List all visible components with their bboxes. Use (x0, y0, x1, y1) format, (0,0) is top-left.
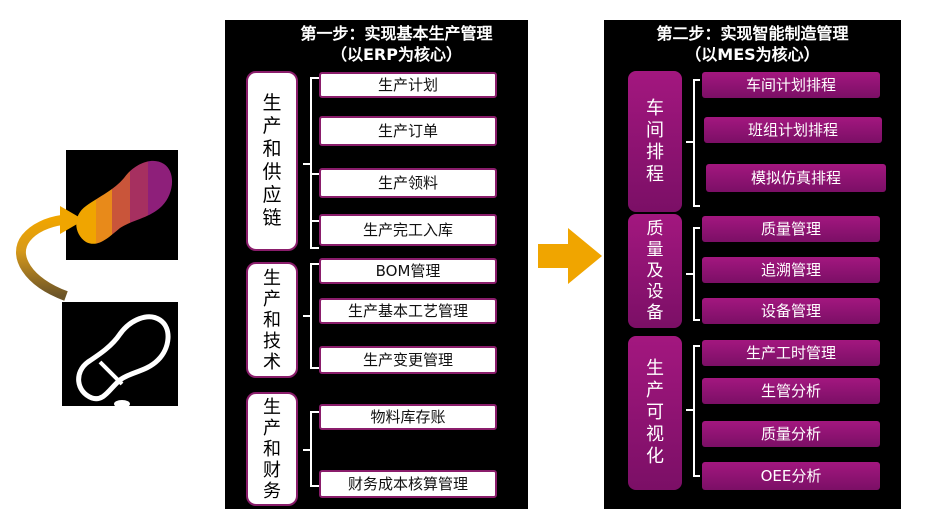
step2-group-visualization: 生 产 可 视 化 (628, 336, 682, 490)
step1-group-supply-chain: 生 产 和 供 应 链 (246, 71, 298, 251)
item-labor-hours: 生产工时管理 (702, 340, 880, 366)
item-cost-accounting: 财务成本核算管理 (319, 470, 497, 498)
step2-subtitle: （以MES为核心） (685, 45, 820, 64)
step2-title: 第二步：实现智能制造管理 (656, 24, 849, 43)
item-change: 生产变更管理 (319, 346, 497, 374)
item-workshop-scheduling: 车间计划排程 (702, 72, 880, 98)
item-production-plan: 生产计划 (319, 72, 497, 98)
item-oee-analysis: OEE分析 (702, 462, 880, 490)
footprint-color-tile (66, 150, 178, 260)
item-team-scheduling: 班组计划排程 (704, 117, 882, 143)
item-production-completion: 生产完工入库 (319, 214, 497, 246)
item-equipment-management: 设备管理 (702, 298, 880, 324)
step2-group-quality-equipment: 质 量 及 设 备 (628, 214, 682, 328)
item-traceability: 追溯管理 (702, 257, 880, 283)
bracket (303, 411, 319, 487)
item-production-analysis: 生管分析 (702, 378, 880, 404)
item-production-picking: 生产领料 (319, 168, 497, 198)
step1-title: 第一步：实现基本生产管理 (300, 24, 493, 43)
right-arrow-icon (538, 228, 602, 284)
item-process: 生产基本工艺管理 (319, 298, 497, 324)
step1-group-finance: 生 产 和 财 务 (246, 392, 298, 506)
footprint-color-icon (76, 160, 173, 244)
item-bom: BOM管理 (319, 258, 497, 284)
item-quality-analysis: 质量分析 (702, 421, 880, 447)
step2-panel: 第二步：实现智能制造管理 （以MES为核心） 车 间 排 程 车间计划排程 班组… (604, 20, 901, 509)
curved-arrow-icon (16, 206, 84, 301)
bracket (303, 77, 319, 249)
item-simulation-scheduling: 模拟仿真排程 (706, 164, 886, 192)
step1-panel: 第一步：实现基本生产管理 （以ERP为核心） 生 产 和 供 应 链 生产计划 … (225, 20, 528, 509)
step1-group-technology: 生 产 和 技 术 (246, 262, 298, 378)
item-quality-management: 质量管理 (702, 216, 880, 242)
bracket (686, 227, 700, 321)
item-inventory: 物料库存账 (319, 404, 497, 430)
step2-group-scheduling: 车 间 排 程 (628, 71, 682, 212)
footprint-outline-tile (62, 302, 178, 408)
footprint-outline-icon (76, 314, 171, 408)
item-production-order: 生产订单 (319, 116, 497, 146)
bracket (303, 263, 319, 369)
step1-subtitle: （以ERP为核心） (331, 45, 462, 64)
bracket (686, 345, 700, 477)
bracket (686, 79, 700, 207)
